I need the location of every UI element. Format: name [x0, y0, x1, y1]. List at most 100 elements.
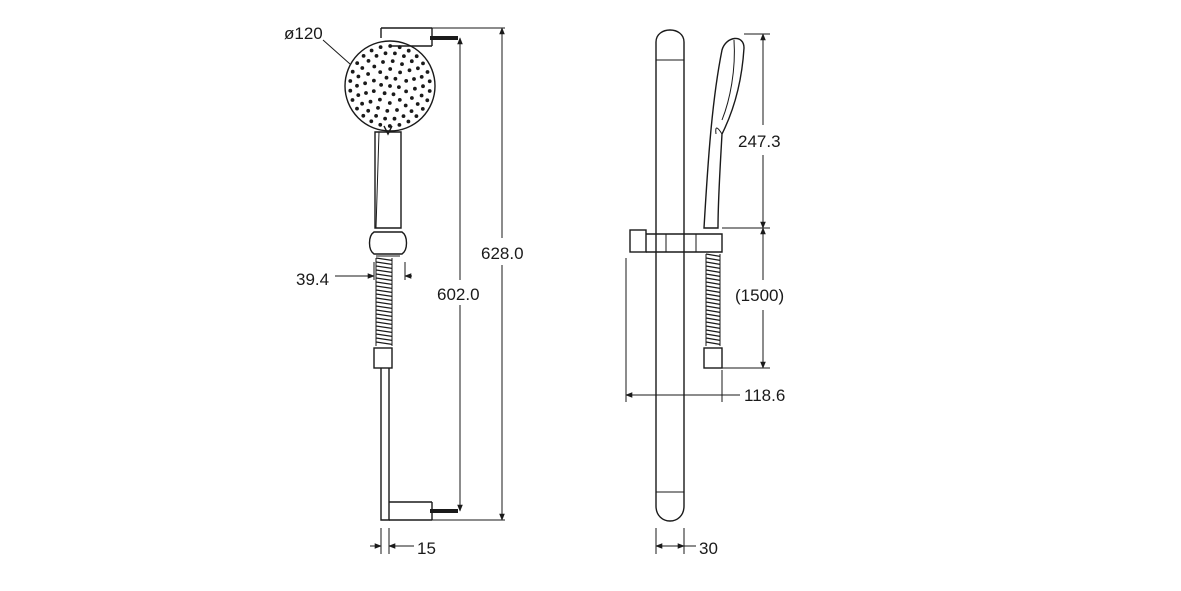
projection-dimension: [625, 258, 740, 402]
nozzle-dot: [379, 83, 383, 87]
nozzle-dot: [427, 79, 432, 84]
slide-rail-front: [380, 27, 458, 521]
nozzle-dot: [368, 99, 373, 104]
nozzle-dot: [388, 67, 393, 71]
nozzle-dot: [369, 119, 374, 124]
nozzle-dot: [360, 66, 365, 70]
nozzle-dot: [425, 70, 430, 74]
nozzle-dot: [374, 54, 379, 58]
hose-length-label: (1500): [735, 286, 784, 305]
front-view: ø120 39.4 602.0 628.0: [284, 24, 524, 558]
nozzle-dot: [383, 116, 387, 121]
hose-width-dimension: [335, 262, 412, 280]
nozzle-dot: [392, 116, 397, 121]
nozzle-dot: [383, 51, 388, 56]
head-diameter-label: ø120: [284, 24, 323, 43]
shower-head: [344, 40, 436, 229]
nozzle-dot: [369, 48, 374, 53]
rail-length-label: 628.0: [481, 244, 524, 263]
nozzle-dot: [388, 84, 392, 88]
side-view: 247.3 (1500) 118.6 30: [625, 29, 785, 558]
nozzle-dot: [374, 114, 378, 118]
nozzle-dot: [348, 79, 353, 83]
nozzle-dot: [397, 85, 401, 89]
nozzle-dot: [412, 77, 416, 81]
rail-length-dimension: [432, 27, 505, 521]
nozzle-dot: [378, 122, 383, 127]
nozzle-dot: [409, 109, 414, 113]
shower-head-nozzles: [348, 44, 432, 128]
nozzle-dot: [378, 45, 383, 49]
hose-end-nut: [373, 347, 393, 369]
slider-bracket: [629, 229, 723, 253]
nozzle-dot: [406, 119, 411, 124]
nozzle-dot: [366, 72, 370, 76]
bracket-span-label: 602.0: [437, 285, 480, 304]
nozzle-dot: [371, 89, 376, 93]
hose-end-nut-side: [703, 347, 723, 369]
bracket-offset-label: 15: [417, 539, 436, 558]
nozzle-dot: [366, 59, 371, 63]
nozzle-dot: [348, 88, 353, 93]
nozzle-dot: [398, 70, 402, 75]
nozzle-dot: [427, 89, 432, 93]
nozzle-dot: [402, 54, 406, 58]
nozzle-dot: [421, 84, 425, 89]
hose-length-dimension: [722, 227, 770, 369]
nozzle-dot: [356, 93, 361, 97]
nozzle-dot: [410, 96, 414, 100]
nozzle-dot: [406, 48, 411, 53]
nozzle-dot: [361, 54, 366, 58]
nozzle-dot: [391, 92, 396, 97]
handset-side: [703, 37, 745, 229]
nozzle-dot: [366, 108, 371, 113]
nozzle-dot: [400, 62, 404, 66]
flexible-hose-side: [705, 253, 721, 346]
hose-coil-winding: [705, 253, 721, 345]
nozzle-dot: [403, 103, 408, 108]
handset-height-label: 247.3: [738, 132, 781, 151]
hose-coil-winding: [375, 257, 393, 345]
nozzle-dot: [425, 98, 430, 103]
nozzle-dot: [372, 78, 376, 83]
nozzle-dot: [372, 64, 377, 69]
nozzle-dot: [361, 113, 366, 118]
nozzle-dot: [381, 60, 385, 64]
nozzle-dot: [421, 61, 425, 66]
nozzle-dot: [395, 108, 399, 112]
nozzle-dot: [413, 86, 417, 91]
nozzle-dot: [414, 114, 419, 118]
nozzle-dot: [382, 91, 387, 96]
nozzle-dot: [350, 69, 355, 74]
handset-height-dimension: [722, 33, 770, 229]
nozzle-dot: [360, 101, 364, 106]
nozzle-dot: [363, 81, 367, 86]
nozzle-dot: [420, 107, 425, 111]
nozzle-dot: [415, 102, 420, 106]
nozzle-dot: [385, 109, 390, 113]
nozzle-dot: [416, 66, 420, 71]
nozzle-dot: [355, 106, 359, 111]
nozzle-dot: [419, 75, 424, 79]
flexible-hose: [375, 257, 393, 346]
nozzle-dot: [387, 101, 392, 105]
nozzle-dot: [404, 79, 409, 83]
nozzle-dot: [364, 91, 368, 95]
nozzle-dot: [397, 123, 402, 127]
nozzle-dot: [378, 97, 382, 102]
bracket-offset-dimension: [370, 528, 414, 554]
nozzle-dot: [404, 89, 408, 94]
nozzle-dot: [419, 93, 424, 98]
nozzle-dot: [384, 75, 389, 80]
hose-width-label: 39.4: [296, 270, 329, 289]
nozzle-dot: [376, 106, 380, 110]
nozzle-dot: [393, 76, 398, 81]
nozzle-dot: [378, 70, 383, 74]
nozzle-dot: [409, 59, 414, 64]
rail-depth-label: 30: [699, 539, 718, 558]
nozzle-dot: [407, 68, 412, 73]
nozzle-dot: [356, 74, 361, 79]
nozzle-dot: [397, 98, 402, 102]
projection-label: 118.6: [744, 386, 785, 405]
